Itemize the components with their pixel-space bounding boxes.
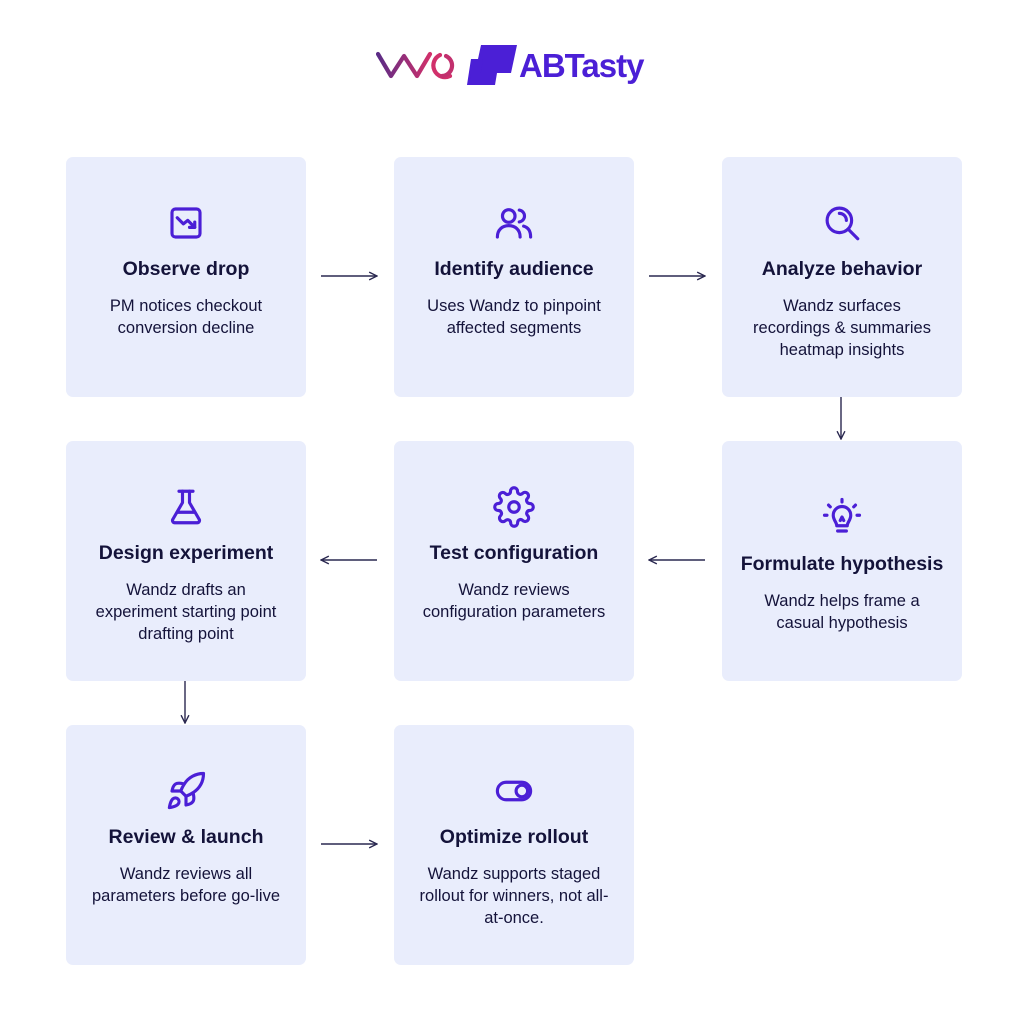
step-description: Uses Wandz to pinpoint affected segments [427, 297, 601, 337]
step-title: Observe drop [122, 258, 250, 280]
header-logos: ABTasty [0, 40, 1024, 92]
step-description: PM notices checkout conversion decline [109, 297, 263, 337]
step-description: Wandz helps frame a casual hypothesis [764, 592, 920, 632]
step-optimize-rollout: Optimize rollout Wandz supports staged r… [394, 725, 634, 965]
step-title: Analyze behavior [761, 258, 923, 280]
users-icon [492, 201, 536, 245]
step-analyze-behavior: Analyze behavior Wandz surfaces recordin… [722, 157, 962, 397]
step-review-launch: Review & launch Wandz reviews all parame… [66, 725, 306, 965]
step-observe-drop: Observe drop PM notices checkout convers… [66, 157, 306, 397]
gear-icon [492, 485, 536, 529]
toggle-icon [492, 769, 536, 813]
magnifier-icon [820, 201, 864, 245]
step-description: Wandz surfaces recordings & summaries he… [753, 297, 931, 359]
abtasty-mark-icon [467, 45, 517, 85]
step-description: Wandz reviews configuration parameters [422, 581, 606, 621]
step-formulate-hypothesis: Formulate hypothesis Wandz helps frame a… [722, 441, 962, 681]
step-identify-audience: Identify audience Uses Wandz to pinpoint… [394, 157, 634, 397]
chart-decline-icon [164, 201, 208, 245]
step-test-configuration: Test configuration Wandz reviews configu… [394, 441, 634, 681]
step-title: Formulate hypothesis [740, 553, 944, 575]
step-title: Review & launch [108, 826, 264, 848]
abtasty-wordmark: ABTasty [519, 47, 644, 84]
step-title: Design experiment [98, 542, 274, 564]
step-title: Identify audience [434, 258, 594, 280]
step-title: Optimize rollout [439, 826, 589, 848]
flask-icon [164, 485, 208, 529]
step-description: Wandz supports staged rollout for winner… [419, 865, 609, 927]
lightbulb-icon [820, 495, 864, 539]
step-description: Wandz drafts an experiment starting poin… [95, 581, 277, 643]
rocket-icon [164, 769, 208, 813]
step-design-experiment: Design experiment Wandz drafts an experi… [66, 441, 306, 681]
step-title: Test configuration [429, 542, 599, 564]
vwo-logo [376, 51, 455, 80]
step-description: Wandz reviews all parameters before go-l… [91, 865, 280, 905]
